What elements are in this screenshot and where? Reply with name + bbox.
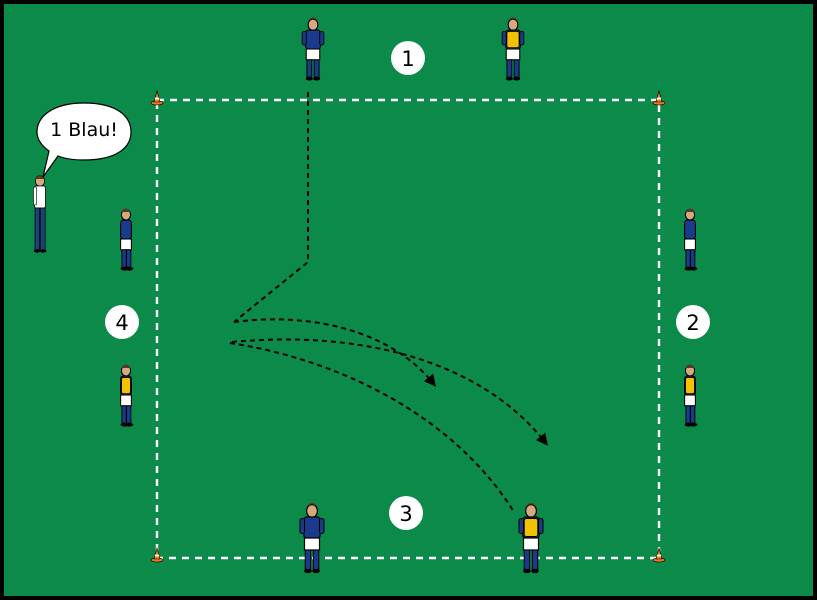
coach-figure	[33, 175, 47, 253]
ball-path-long	[231, 338, 548, 446]
coach-speech-bubble: 1 Blau!	[36, 102, 132, 178]
station-marker-3: 3	[389, 496, 423, 530]
station-label-1: 1	[401, 47, 414, 71]
station-label-3: 3	[399, 502, 412, 526]
station-label-4: 4	[115, 311, 128, 335]
station-marker-2: 2	[676, 305, 710, 339]
coach-call-text: 1 Blau!	[50, 119, 118, 141]
station-marker-1: 1	[391, 41, 425, 75]
ball-path-short	[233, 318, 437, 387]
station-marker-4: 4	[105, 305, 139, 339]
run-path-yellow	[229, 342, 515, 513]
station-label-2: 2	[686, 311, 699, 335]
boundary-square	[155, 98, 661, 560]
run-path-blue	[233, 92, 309, 323]
